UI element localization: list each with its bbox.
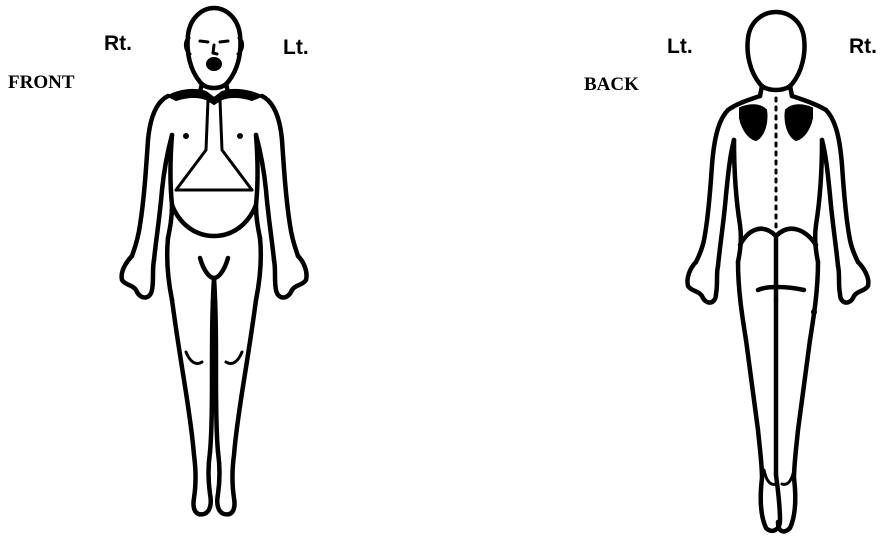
back-left-scapula bbox=[740, 105, 767, 140]
back-left-hand bbox=[687, 262, 718, 303]
back-left-hip bbox=[738, 262, 746, 340]
back-right-scapula bbox=[785, 105, 812, 140]
back-right-hip bbox=[810, 262, 818, 340]
back-left-inner-arm bbox=[718, 140, 734, 266]
back-gluteal-fold bbox=[758, 287, 804, 290]
back-right-hand bbox=[838, 262, 868, 303]
back-right-leg bbox=[778, 340, 810, 531]
back-head bbox=[748, 12, 805, 90]
back-right-inner-arm bbox=[822, 140, 838, 266]
